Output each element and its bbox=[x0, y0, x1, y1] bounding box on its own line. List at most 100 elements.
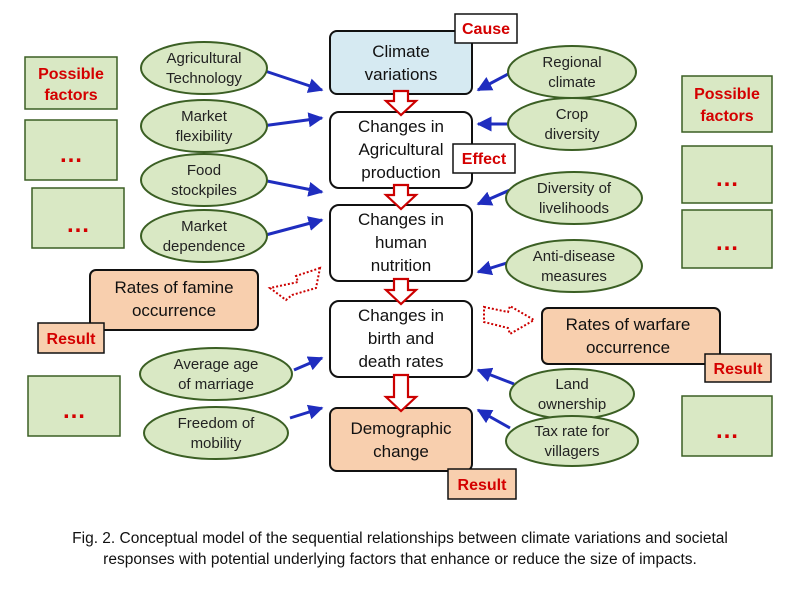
factor-average-age-of-marriage: Average age of marriage bbox=[139, 347, 293, 401]
factor-crop-diversity: Crop diversity bbox=[507, 97, 637, 151]
arrow-tax-to-demographic bbox=[476, 408, 511, 430]
placeholder-box bbox=[24, 119, 118, 181]
factor-market-dependence: Market dependence bbox=[140, 209, 268, 263]
box-demographic-change: Demographic change bbox=[329, 407, 473, 472]
ellipsis-dots: … bbox=[715, 229, 739, 256]
factor-label-line1: Freedom of bbox=[178, 415, 256, 432]
possible-factors-line2: factors bbox=[44, 87, 97, 104]
box-label-line3: death rates bbox=[358, 352, 443, 371]
box-birth-death-rates: Changes in birth and death rates bbox=[329, 300, 473, 378]
factor-label-line2: measures bbox=[541, 268, 607, 285]
arrow-market-flex-to-agri bbox=[261, 112, 324, 128]
box-label-line1: Changes in bbox=[358, 117, 444, 136]
factor-agricultural-technology: Agricultural Technology bbox=[140, 41, 268, 95]
factor-market-flexibility: Market flexibility bbox=[140, 99, 268, 153]
box-label-line3: nutrition bbox=[371, 256, 431, 275]
dotted-arrow-to-warfare bbox=[483, 304, 536, 336]
factor-label-line1: Tax rate for bbox=[534, 423, 609, 440]
factor-label-line1: Diversity of bbox=[537, 180, 612, 197]
factor-label-line1: Agricultural bbox=[166, 50, 241, 67]
placeholder-box bbox=[681, 395, 773, 457]
factor-freedom-of-mobility: Freedom of mobility bbox=[143, 406, 289, 460]
possible-factors-line1: Possible bbox=[694, 86, 760, 103]
box-label-line2: change bbox=[373, 442, 429, 461]
factor-label-line2: Technology bbox=[166, 70, 242, 87]
ellipsis-dots: … bbox=[62, 397, 86, 424]
factor-label-line2: mobility bbox=[191, 435, 242, 452]
arrow-market-dep-to-nutrition bbox=[261, 216, 324, 238]
box-label-line1: Changes in bbox=[358, 210, 444, 229]
box-label-line1: Changes in bbox=[358, 306, 444, 325]
factor-label-line2: stockpiles bbox=[171, 182, 237, 199]
tag-label: Result bbox=[714, 361, 764, 378]
arrow-freedom-to-demographic bbox=[289, 404, 324, 420]
box-label-line3: production bbox=[361, 163, 440, 182]
ellipsis-dots: … bbox=[59, 141, 83, 168]
box-label-line2: occurrence bbox=[132, 301, 216, 320]
factor-label-line2: climate bbox=[548, 74, 596, 91]
box-label-line1: Climate bbox=[372, 42, 430, 61]
arrow-agri-tech-to-climate bbox=[261, 68, 324, 93]
arrow-livelihood-to-nutrition bbox=[476, 188, 511, 206]
right-factor-ellipses: Regional climate Crop diversity Diversit… bbox=[505, 45, 643, 467]
factor-food-stockpiles: Food stockpiles bbox=[140, 153, 268, 207]
factor-label-line2: diversity bbox=[544, 126, 600, 143]
ellipsis-dots: … bbox=[715, 417, 739, 444]
factor-label-line1: Crop bbox=[556, 106, 589, 123]
central-chain: Climate variations Changes in Agricultur… bbox=[329, 30, 473, 472]
tag-label: Result bbox=[47, 331, 97, 348]
factor-arrows bbox=[261, 68, 515, 430]
down-arrow-3 bbox=[383, 277, 419, 306]
tag-label: Effect bbox=[462, 151, 507, 168]
factor-label-line1: Anti-disease bbox=[533, 248, 616, 265]
box-label-line2: variations bbox=[365, 65, 438, 84]
arrow-age-marriage-to-birth bbox=[293, 356, 324, 372]
box-label-line2: birth and bbox=[368, 329, 434, 348]
conceptual-model-diagram: Agricultural Technology Market flexibili… bbox=[24, 13, 773, 500]
box-climate-variations: Climate variations bbox=[329, 30, 473, 95]
factor-label-line1: Food bbox=[187, 162, 221, 179]
caption-line1: Fig. 2. Conceptual model of the sequenti… bbox=[72, 530, 728, 547]
factor-label-line2: dependence bbox=[163, 238, 246, 255]
factor-anti-disease-measures: Anti-disease measures bbox=[505, 239, 643, 293]
down-arrow-2 bbox=[383, 183, 419, 211]
box-label-line1: Rates of famine bbox=[114, 278, 233, 297]
ellipsis-dots: … bbox=[715, 165, 739, 192]
factor-label-line1: Market bbox=[181, 108, 228, 125]
factor-label-line1: Regional bbox=[542, 54, 601, 71]
tag-cause: Cause bbox=[454, 13, 518, 44]
factor-label-line1: Market bbox=[181, 218, 228, 235]
tag-result-demographic: Result bbox=[447, 468, 517, 500]
possible-factors-left: Possible factors … … … bbox=[24, 56, 125, 437]
factor-regional-climate: Regional climate bbox=[507, 45, 637, 99]
tag-result-famine: Result bbox=[37, 322, 105, 354]
placeholder-box bbox=[681, 209, 773, 269]
box-label-line2: human bbox=[375, 233, 427, 252]
arrow-land-to-birth bbox=[476, 367, 515, 386]
caption-line2: responses with potential underlying fact… bbox=[103, 551, 697, 568]
box-label-line2: Agricultural bbox=[358, 140, 443, 159]
factor-label-line2: villagers bbox=[544, 443, 599, 460]
box-warfare-occurrence: Rates of warfare occurrence bbox=[541, 307, 721, 365]
factor-diversity-of-livelihoods: Diversity of livelihoods bbox=[505, 171, 643, 225]
down-arrow-4 bbox=[383, 373, 419, 413]
tag-label: Cause bbox=[462, 21, 510, 38]
box-agricultural-production: Changes in Agricultural production bbox=[329, 111, 473, 189]
ellipsis-dots: … bbox=[66, 211, 90, 238]
chain-arrows bbox=[383, 89, 419, 413]
factor-land-ownership: Land ownership bbox=[509, 368, 635, 420]
arrow-disease-to-nutrition bbox=[476, 260, 511, 276]
left-factor-ellipses: Agricultural Technology Market flexibili… bbox=[139, 41, 293, 460]
dotted-arrow-to-famine bbox=[267, 266, 322, 302]
tag-effect: Effect bbox=[452, 143, 516, 174]
down-arrow-1 bbox=[383, 89, 419, 117]
factor-label-line2: ownership bbox=[538, 396, 606, 413]
placeholder-box bbox=[31, 187, 125, 249]
factor-label-line2: flexibility bbox=[176, 128, 233, 145]
placeholder-box bbox=[27, 375, 121, 437]
arrow-regional-to-climate bbox=[476, 70, 513, 92]
figure-caption: Fig. 2. Conceptual model of the sequenti… bbox=[10, 528, 790, 570]
factor-tax-rate-for-villagers: Tax rate for villagers bbox=[505, 415, 639, 467]
factor-label-line2: livelihoods bbox=[539, 200, 609, 217]
possible-factors-line2: factors bbox=[700, 108, 753, 125]
